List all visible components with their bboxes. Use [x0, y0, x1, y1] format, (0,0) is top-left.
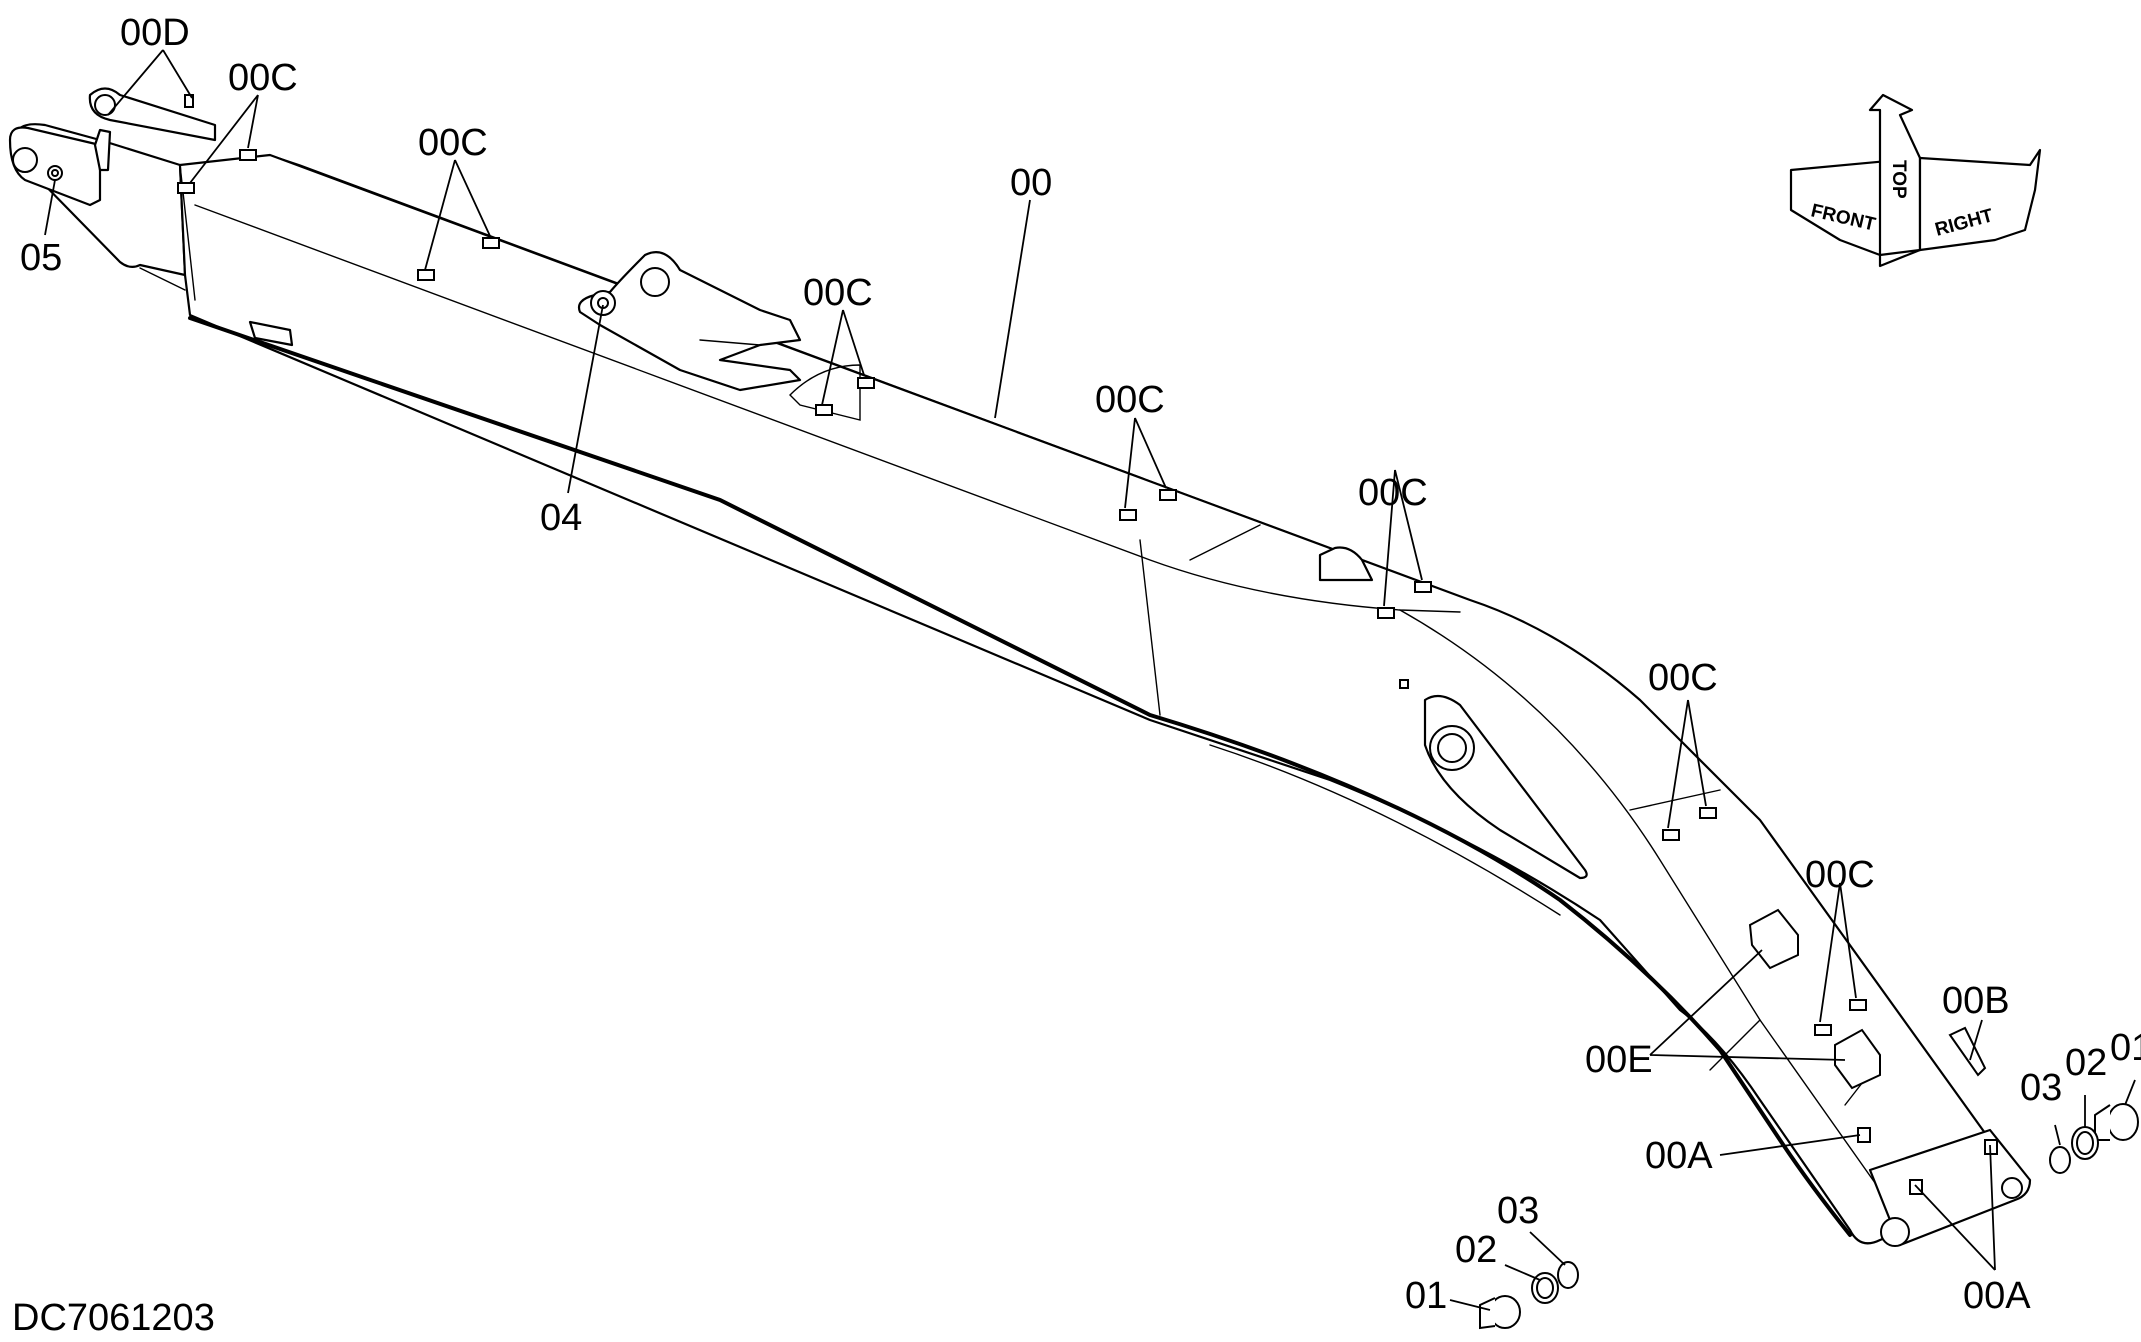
callout-00D: 00D	[120, 12, 190, 54]
callout-labels: 00D 00C 00C 00C 00 00C 00C 00C 00C 05 04…	[20, 12, 2141, 1317]
callout-00C: 00C	[1358, 472, 1428, 514]
arm-pin-boss	[1318, 546, 1588, 880]
callout-00: 00	[1010, 162, 1052, 204]
boom-structure	[16, 123, 2032, 1247]
callout-00C: 00C	[803, 272, 873, 314]
foot-lugs	[8, 87, 294, 347]
callout-02: 02	[1455, 1229, 1497, 1271]
callout-00A: 00A	[1645, 1135, 1713, 1177]
callout-00C: 00C	[228, 57, 298, 99]
callout-00C: 00C	[1648, 657, 1718, 699]
callout-00A: 00A	[1963, 1275, 2031, 1317]
callout-00E: 00E	[1585, 1039, 1653, 1081]
callout-05: 05	[20, 237, 62, 279]
callout-00B: 00B	[1942, 980, 2010, 1022]
callout-00C: 00C	[1805, 854, 1875, 896]
drawing-code: DC7061203	[12, 1297, 215, 1339]
top-label: TOP	[1888, 160, 1909, 199]
callout-01: 01	[2110, 1027, 2141, 1069]
callout-00C: 00C	[1095, 379, 1165, 421]
callout-00C: 00C	[418, 122, 488, 164]
leader-lines	[44, 49, 2136, 1311]
callout-02: 02	[2065, 1042, 2107, 1084]
callout-04: 04	[540, 497, 582, 539]
callout-03: 03	[1497, 1190, 1539, 1232]
cylinder-bracket	[577, 251, 861, 421]
orientation-indicator: FRONT TOP RIGHT	[1789, 93, 2042, 268]
bushing-parts	[1479, 1103, 2139, 1330]
pipe-clamp-pads	[177, 149, 1867, 1036]
callout-01: 01	[1405, 1275, 1447, 1317]
callout-03: 03	[2020, 1067, 2062, 1109]
